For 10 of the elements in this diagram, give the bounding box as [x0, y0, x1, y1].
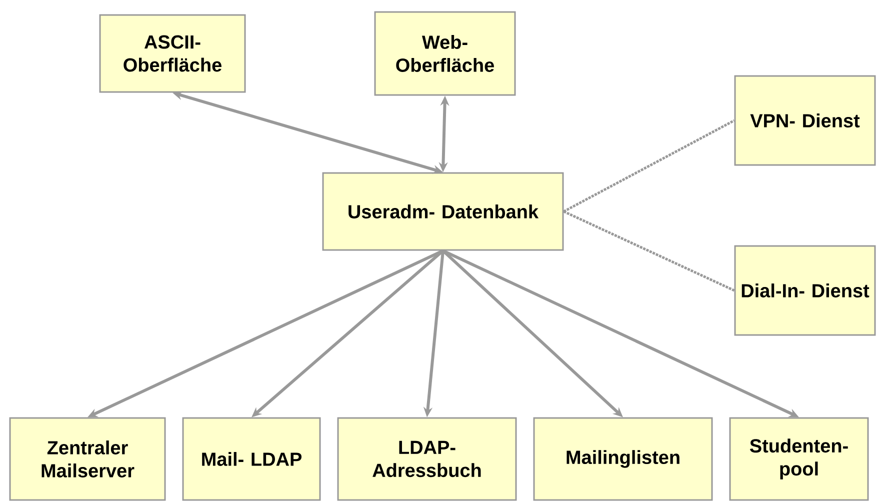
service-box: Studenten- pool	[729, 417, 869, 501]
service-box: VPN- Dienst	[734, 75, 876, 166]
service-box: ASCII- Oberfläche	[99, 14, 246, 93]
service-box: Mail- LDAP	[182, 417, 321, 501]
service-box: Dial-In- Dienst	[734, 245, 876, 336]
service-box: Zentraler Mailserver	[9, 417, 166, 501]
service-box: Web- Oberfläche	[374, 11, 516, 96]
service-box: Useradm- Datenbank	[322, 172, 564, 251]
service-box: Mailinglisten	[533, 417, 713, 501]
service-box: LDAP- Adressbuch	[337, 417, 517, 501]
